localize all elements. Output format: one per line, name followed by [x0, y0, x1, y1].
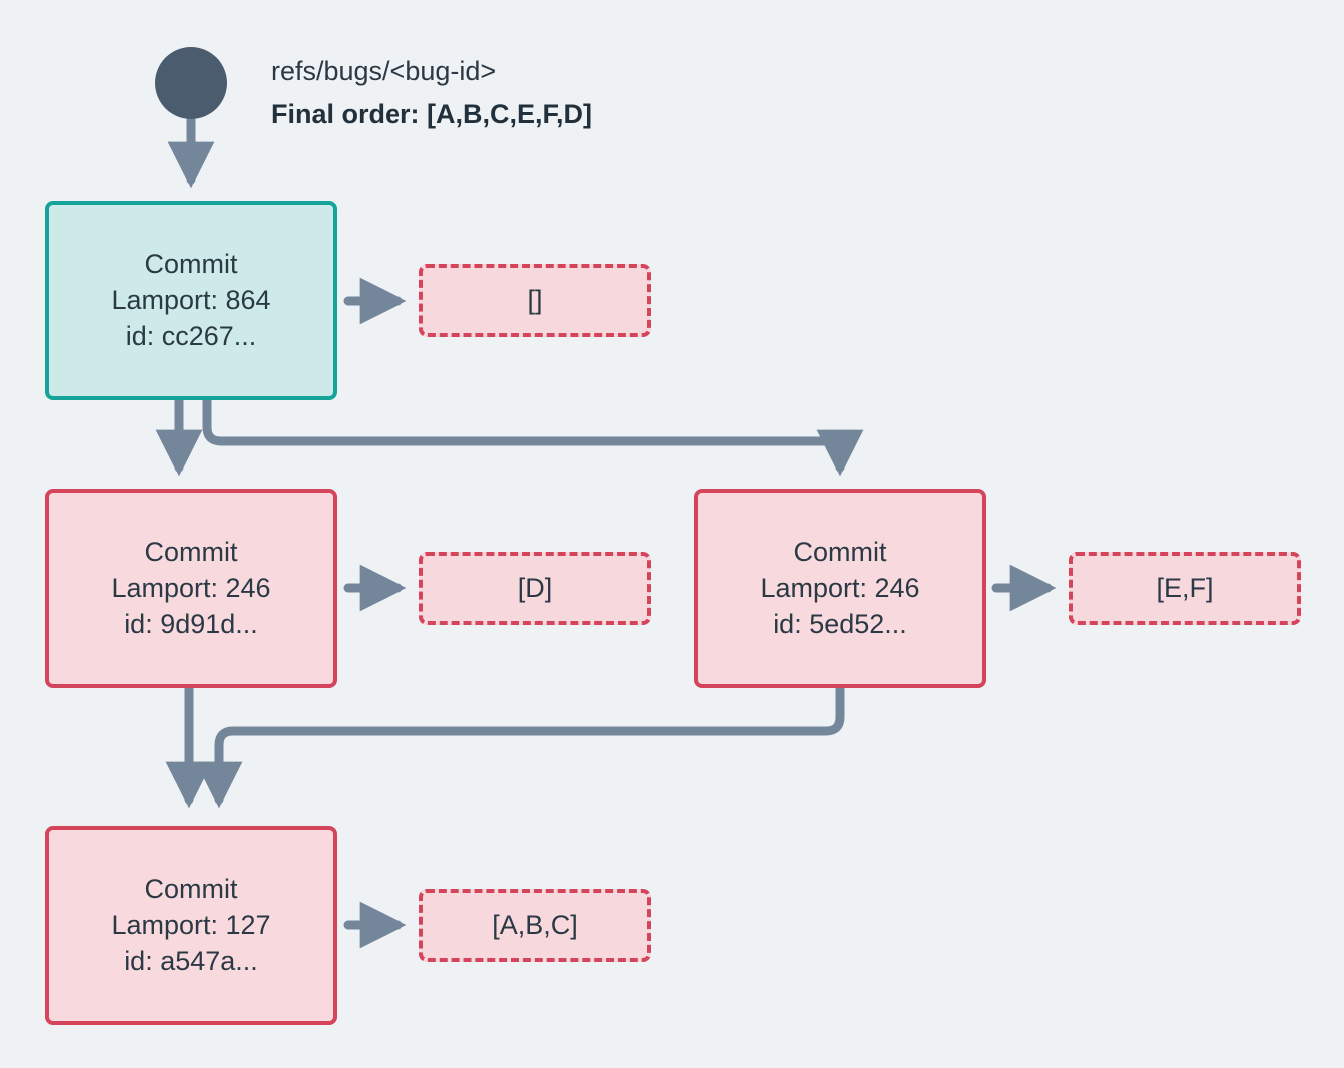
commit-id: id: cc267... — [125, 321, 257, 352]
commit-node-9d91d[interactable]: Commit Lamport: 246 id: 9d91d... — [45, 489, 337, 688]
commit-lamport: Lamport: 246 — [111, 572, 271, 603]
final-order-label: Final order: [A,B,C,E,F,D] — [271, 99, 593, 129]
filled-circle-icon — [155, 47, 227, 119]
commit-title: Commit — [144, 536, 238, 567]
commit-id: id: 9d91d... — [124, 609, 258, 640]
commit-node-5ed52[interactable]: Commit Lamport: 246 id: 5ed52... — [694, 489, 986, 688]
ops-label: [] — [527, 285, 543, 315]
commit-lamport: Lamport: 246 — [760, 572, 920, 603]
commit-title: Commit — [144, 248, 238, 279]
ops-box-a547a[interactable]: [A,B,C] — [419, 889, 651, 962]
commit-id: id: 5ed52... — [773, 609, 907, 640]
commit-lamport: Lamport: 864 — [111, 284, 271, 315]
ops-box-5ed52[interactable]: [E,F] — [1069, 552, 1301, 625]
commit-title: Commit — [144, 873, 238, 904]
edge-5ed52-to-a547a — [195, 683, 845, 809]
edge-cc267-to-5ed52 — [202, 395, 864, 477]
ops-label: [D] — [517, 573, 553, 603]
ops-label: [E,F] — [1156, 573, 1214, 603]
ops-label: [A,B,C] — [492, 910, 578, 940]
commit-title: Commit — [793, 536, 887, 567]
ref-path-label: refs/bugs/<bug-id> — [271, 56, 497, 86]
root-label-group: refs/bugs/<bug-id> Final order: [A,B,C,E… — [271, 58, 592, 128]
commit-node-a547a[interactable]: Commit Lamport: 127 id: a547a... — [45, 826, 337, 1025]
commit-lamport: Lamport: 127 — [111, 909, 271, 940]
ops-box-cc267[interactable]: [] — [419, 264, 651, 337]
ops-box-9d91d[interactable]: [D] — [419, 552, 651, 625]
commit-id: id: a547a... — [124, 946, 258, 977]
commit-node-cc267[interactable]: Commit Lamport: 864 id: cc267... — [45, 201, 337, 400]
